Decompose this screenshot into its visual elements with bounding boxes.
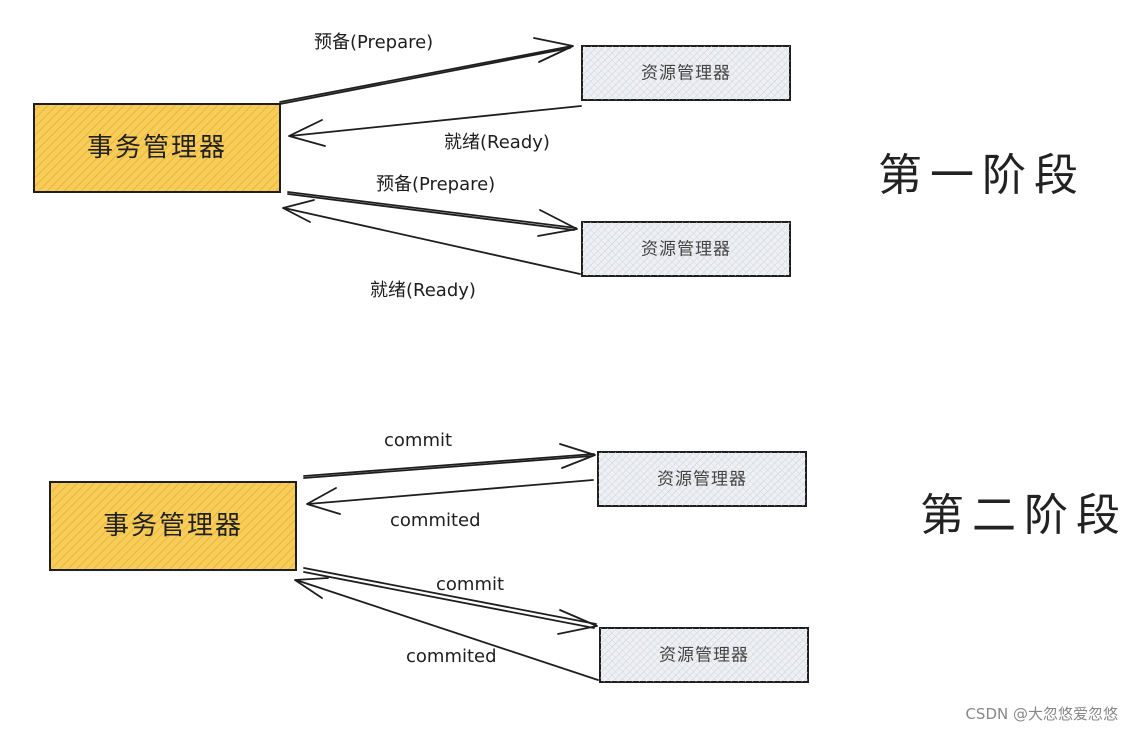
phase2-participant-top-box: 资源管理器 [597,451,807,507]
phase1-arrow-prepare-top [279,37,574,105]
phase1-label-prepare-top: 预备(Prepare) [314,32,433,53]
phase2-arrow-commited-bottom [294,577,599,681]
phase1-arrow-prepare-bottom [287,191,578,237]
phase2-label-commited-top: commited [390,510,481,531]
phase1-label-ready-top: 就绪(Ready) [444,132,550,153]
phase2-coordinator-label: 事务管理器 [103,511,243,541]
phase2-group: 事务管理器 资源管理器 资源管理器 [49,430,1128,683]
phase2-arrow-commit-top [303,443,596,479]
phase1-participant-top-box: 资源管理器 [581,45,791,101]
phase2-coordinator-box: 事务管理器 [49,481,297,571]
phase1-participant-bottom-label: 资源管理器 [641,240,731,260]
phase1-group: 事务管理器 资源管理器 资源管理器 [33,32,1086,301]
phase1-label-prepare-bottom: 预备(Prepare) [376,174,495,195]
phase1-arrow-ready-top [288,105,582,147]
phase1-coordinator-box: 事务管理器 [33,103,281,193]
phase2-participant-top-label: 资源管理器 [657,470,747,490]
phase1-label-ready-bottom: 就绪(Ready) [370,280,476,301]
phase2-label-commited-bottom: commited [406,646,497,667]
phase2-title: 第二阶段 [920,490,1128,541]
phase1-coordinator-label: 事务管理器 [87,133,227,163]
phase2-arrow-commited-top [306,479,594,515]
phase1-participant-top-label: 资源管理器 [641,64,731,84]
phase1-arrow-ready-bottom [282,199,581,275]
phase2-label-commit-bottom: commit [436,574,504,595]
phase2-participant-bottom-label: 资源管理器 [659,646,749,666]
phase2-arrow-commit-bottom [303,567,598,635]
phase2-label-commit-top: commit [384,430,452,451]
watermark: CSDN @大忽悠爱忽悠 [965,705,1118,723]
phase1-participant-bottom-box: 资源管理器 [581,221,791,277]
phase1-title: 第一阶段 [878,150,1086,201]
phase2-participant-bottom-box: 资源管理器 [599,627,809,683]
